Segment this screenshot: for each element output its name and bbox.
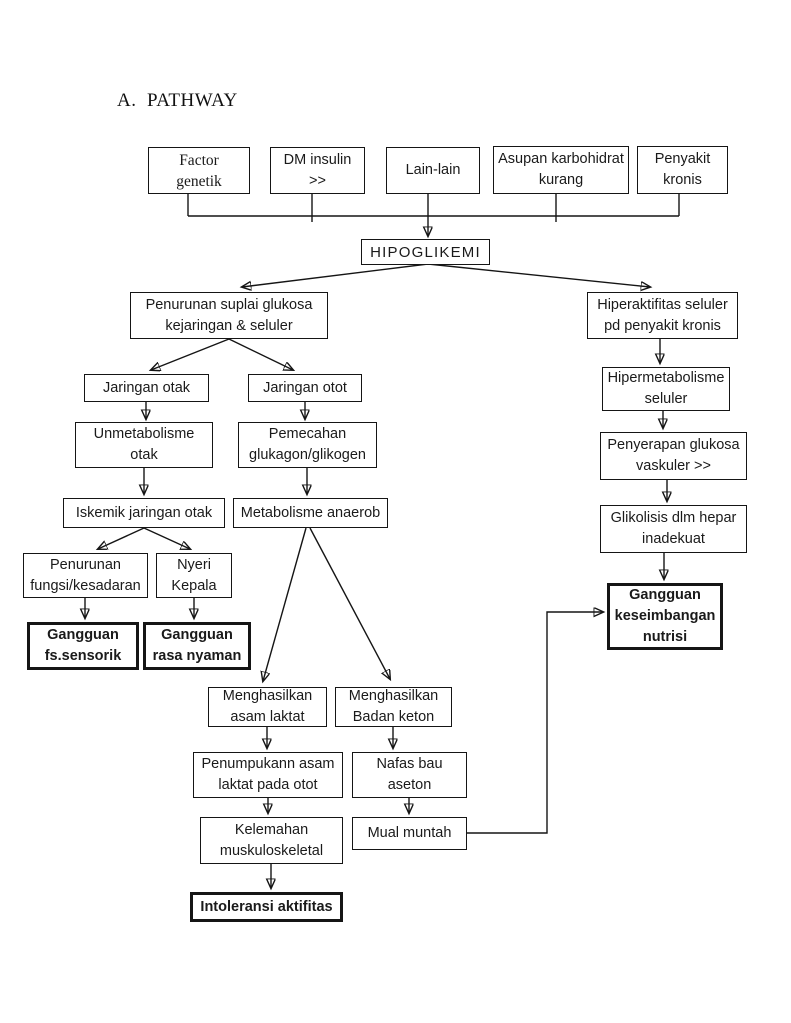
edge-hipoglikemi-hiperaktifitas xyxy=(427,263,650,287)
node-nyeri-kepala: Nyeri Kepala xyxy=(156,553,232,598)
node-penyerapan-glukosa: Penyerapan glukosa vaskuler >> xyxy=(600,432,747,480)
node-kelemahan-muskuloskeletal: Kelemahan muskuloskeletal xyxy=(200,817,343,864)
node-pemecahan-glukagon: Pemecahan glukagon/glikogen xyxy=(238,422,377,468)
node-mual-muntah: Mual muntah xyxy=(352,817,467,850)
node-hipermetabolisme-seluler: Hipermetabolisme seluler xyxy=(602,367,730,411)
node-gangguan-keseimbangan-nutrisi: Gangguan keseimbangan nutrisi xyxy=(607,583,723,650)
node-menghasilkan-asam-laktat: Menghasilkan asam laktat xyxy=(208,687,327,727)
edge-mual-gangguan-nutrisi xyxy=(467,612,603,834)
edge-iskemik-nyeri-kepala xyxy=(143,527,190,549)
node-lain-lain: Lain-lain xyxy=(386,147,480,194)
node-dm-insulin: DM insulin >> xyxy=(270,147,365,194)
node-gangguan-rasa-nyaman: Gangguan rasa nyaman xyxy=(143,622,251,670)
node-jaringan-otak: Jaringan otak xyxy=(84,374,209,402)
node-glikolisis-hepar: Glikolisis dlm hepar inadekuat xyxy=(600,505,747,553)
edge-suplai-jaringan-otot xyxy=(228,338,293,370)
edge-anaerob-asam-laktat xyxy=(263,527,307,681)
edge-iskemik-penurunan-fungsi xyxy=(98,527,145,549)
page-title: A. PATHWAY xyxy=(117,90,238,111)
node-intoleransi-aktifitas: Intoleransi aktifitas xyxy=(190,892,343,922)
node-hipoglikemi: HIPOGLIKEMI xyxy=(361,239,490,265)
node-nafas-bau-aseton: Nafas bau aseton xyxy=(352,752,467,798)
node-iskemik-jaringan-otak: Iskemik jaringan otak xyxy=(63,498,225,528)
node-jaringan-otot: Jaringan otot xyxy=(248,374,362,402)
node-penyakit-kronis: Penyakit kronis xyxy=(637,146,728,194)
edge-hipoglikemi-penurunan-suplai xyxy=(242,263,429,287)
node-asupan-karbohidrat: Asupan karbohidrat kurang xyxy=(493,146,629,194)
node-unmetabolisme-otak: Unmetabolisme otak xyxy=(75,422,213,468)
node-penurunan-fungsi: Penurunan fungsi/kesadaran xyxy=(23,553,148,598)
node-penurunan-suplai-glukosa: Penurunan suplai glukosa kejaringan & se… xyxy=(130,292,328,339)
node-penumpukann-asam-laktat: Penumpukann asam laktat pada otot xyxy=(193,752,343,798)
edge-suplai-jaringan-otak xyxy=(151,338,230,370)
edge-anaerob-badan-keton xyxy=(309,527,390,679)
node-factor-genetik: Factor genetik xyxy=(148,147,250,194)
node-gangguan-fs-sensorik: Gangguan fs.sensorik xyxy=(27,622,139,670)
node-menghasilkan-badan-keton: Menghasilkan Badan keton xyxy=(335,687,452,727)
node-hiperaktifitas-seluler: Hiperaktifitas seluler pd penyakit kroni… xyxy=(587,292,738,339)
node-metabolisme-anaerob: Metabolisme anaerob xyxy=(233,498,388,528)
